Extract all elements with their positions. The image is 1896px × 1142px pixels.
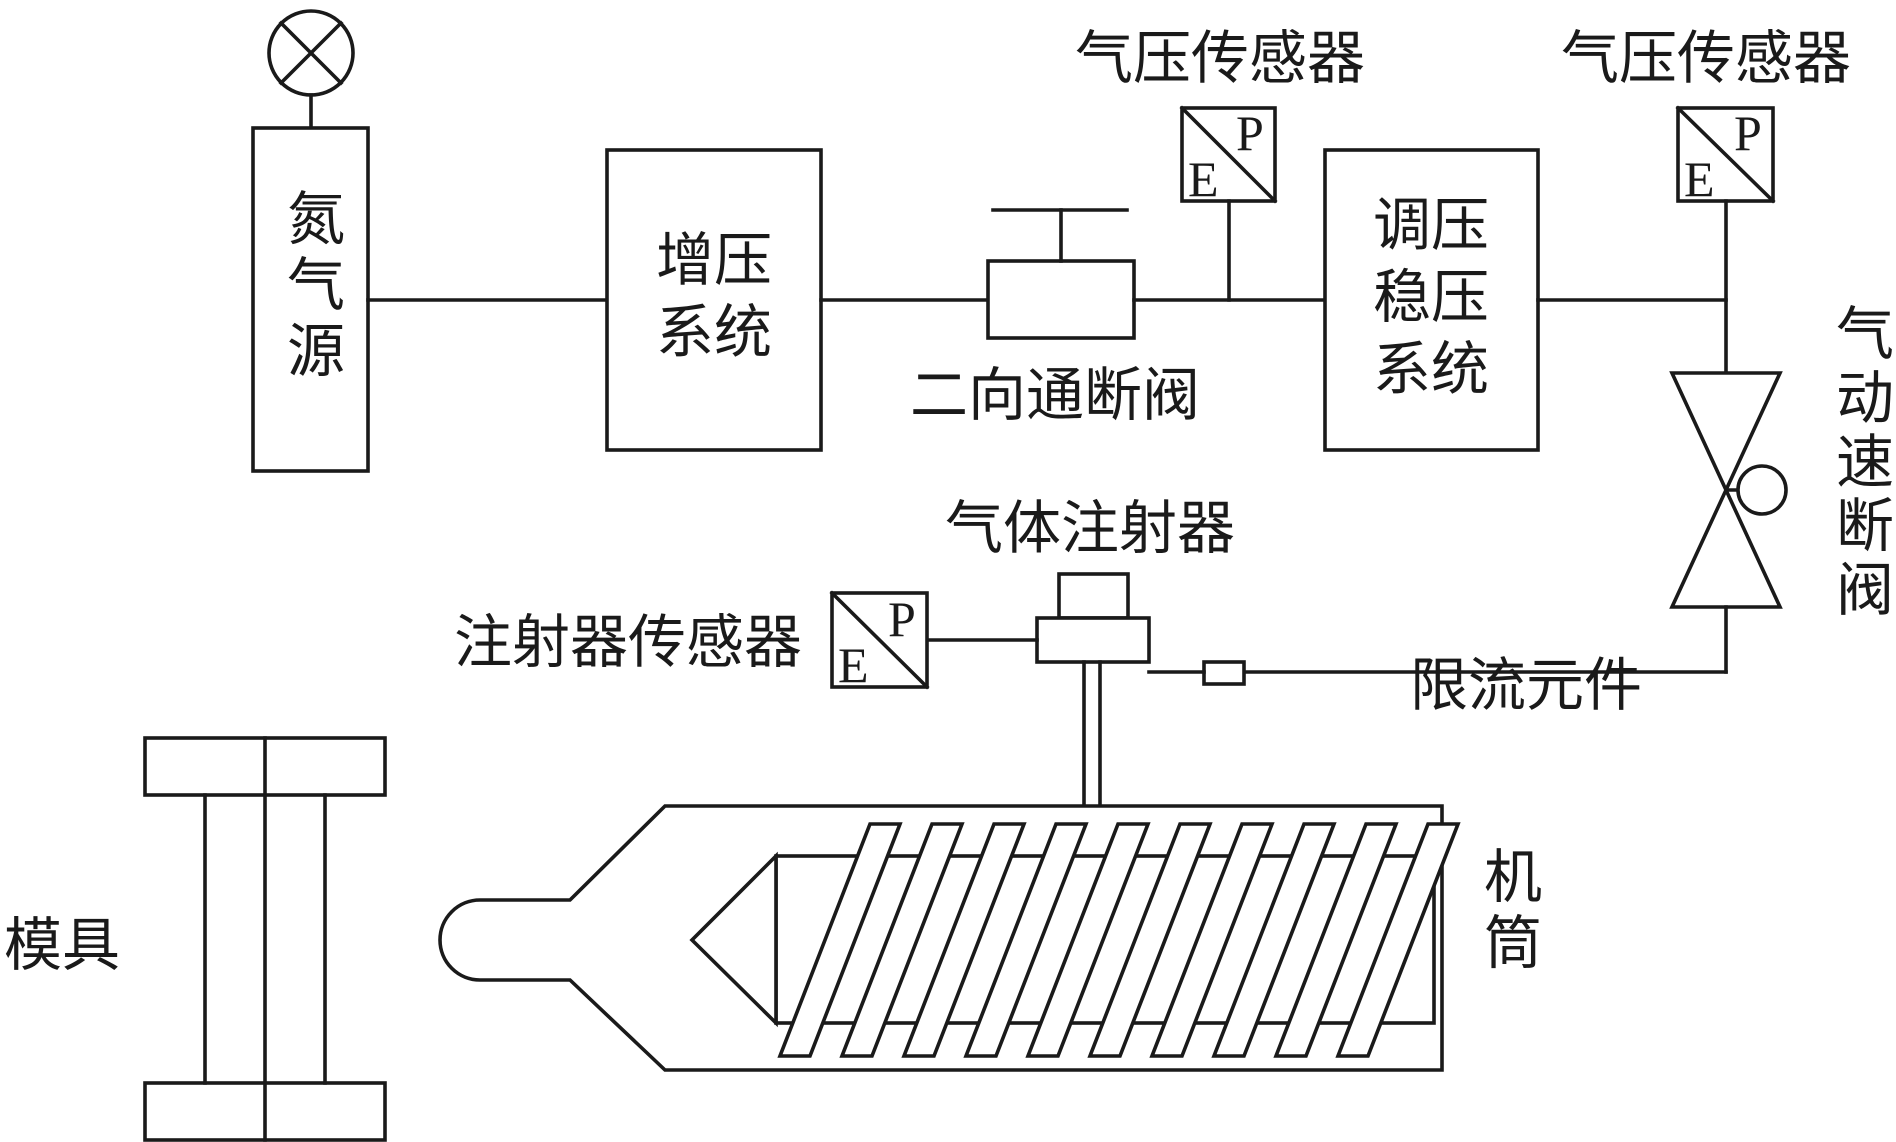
screw — [689, 822, 1461, 1058]
pneumatic-valve-label: 气动速断阀 — [1826, 303, 1894, 623]
sensor-1-p: P — [1236, 105, 1264, 161]
screw-flight — [1273, 822, 1399, 1058]
booster-system: 增压 系统 — [605, 148, 823, 452]
injector-sensor: E P 注射器传感器 — [454, 590, 930, 693]
screw-flight — [839, 822, 965, 1058]
regulator-system: 调压 稳压 系统 — [1323, 148, 1540, 452]
screw-flight — [1149, 822, 1275, 1058]
screw-flight — [777, 822, 903, 1058]
screw-flights — [777, 822, 1461, 1058]
screw-flight — [1087, 822, 1213, 1058]
barrel-label: 机筒 — [1474, 846, 1542, 978]
screw-flight — [1025, 822, 1151, 1058]
two-way-valve-label: 二向通断阀 — [910, 361, 1200, 429]
sensor-2-e: E — [1684, 151, 1715, 207]
booster-label-1: 增压 — [656, 226, 772, 294]
injector-sensor-label: 注射器传感器 — [454, 608, 802, 676]
pressure-sensor-1: 气压传感器 E P — [1075, 24, 1365, 302]
gas-injector: 气体注射器 — [945, 494, 1235, 808]
nitrogen-source-label: 氮气源 — [277, 188, 345, 386]
mold-label: 模具 — [4, 911, 120, 979]
injector-sensor-e: E — [838, 637, 869, 693]
mold: 模具 — [4, 736, 387, 1142]
screw-flight — [1335, 822, 1461, 1058]
pneumatic-valve: 气动速断阀 — [1669, 303, 1894, 674]
two-way-valve: 二向通断阀 — [910, 208, 1200, 429]
regulator-label-2: 稳压 — [1373, 263, 1489, 331]
sensor-2-p: P — [1734, 105, 1762, 161]
booster-label-2: 系统 — [656, 298, 772, 366]
flow-limiter: 限流元件 — [1147, 651, 1642, 719]
pressure-sensor-1-label: 气压传感器 — [1075, 24, 1365, 92]
gas-injector-label: 气体注射器 — [945, 494, 1235, 562]
indicator-lamp-icon — [267, 9, 355, 130]
injector-sensor-p: P — [888, 591, 916, 647]
screw-flight — [963, 822, 1089, 1058]
regulator-label-3: 系统 — [1373, 335, 1489, 403]
regulator-label-1: 调压 — [1373, 191, 1489, 259]
pressure-sensor-2: 气压传感器 E P — [1561, 24, 1851, 375]
screw-flight — [901, 822, 1027, 1058]
sensor-1-e: E — [1188, 151, 1219, 207]
flow-limiter-label: 限流元件 — [1410, 651, 1642, 719]
screw-flight — [1211, 822, 1337, 1058]
nitrogen-source: 氮气源 — [251, 126, 370, 473]
pressure-sensor-2-label: 气压传感器 — [1561, 24, 1851, 92]
